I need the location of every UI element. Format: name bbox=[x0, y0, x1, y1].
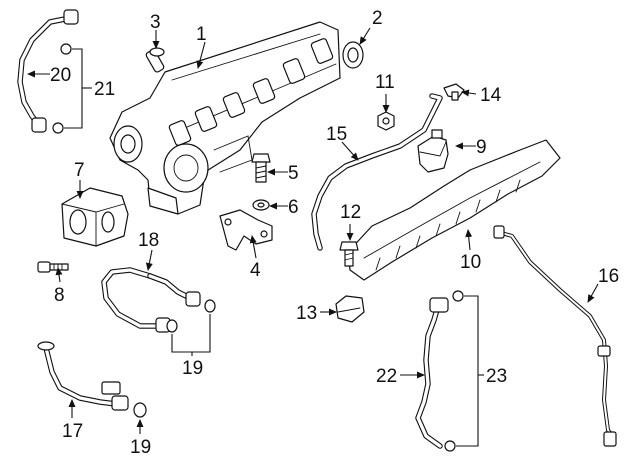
group-brackets bbox=[64, 48, 484, 447]
o-rings[interactable] bbox=[133, 299, 216, 418]
sensor[interactable] bbox=[417, 129, 449, 173]
callout-23: 23 bbox=[486, 366, 507, 387]
callout-9: 9 bbox=[476, 137, 487, 158]
callout-16: 16 bbox=[598, 266, 619, 287]
callout-labels: 1 2 3 4 5 6 7 8 9 10 11 12 13 14 15 16 1… bbox=[50, 8, 619, 458]
callout-8: 8 bbox=[54, 285, 65, 306]
fitting[interactable] bbox=[145, 47, 165, 73]
gasket-ring[interactable] bbox=[342, 41, 364, 69]
hose-o-rings[interactable] bbox=[52, 43, 72, 134]
callout-22: 22 bbox=[376, 366, 397, 387]
clip[interactable] bbox=[335, 295, 365, 323]
callout-2: 2 bbox=[372, 8, 383, 29]
callout-1: 1 bbox=[196, 24, 207, 45]
turbo-coolant-hose[interactable] bbox=[17, 9, 79, 133]
connector[interactable] bbox=[443, 83, 465, 101]
callout-19a: 19 bbox=[182, 358, 203, 379]
callout-14: 14 bbox=[480, 85, 502, 106]
pipe-o-rings[interactable] bbox=[444, 290, 464, 452]
callout-4: 4 bbox=[250, 260, 261, 281]
oil-feed-pipe[interactable] bbox=[415, 297, 449, 449]
callout-3: 3 bbox=[150, 12, 161, 33]
callout-10: 10 bbox=[460, 252, 481, 273]
callout-12: 12 bbox=[340, 202, 361, 223]
coolant-pipe-upper[interactable] bbox=[101, 267, 201, 333]
washer[interactable] bbox=[252, 199, 270, 211]
callout-5: 5 bbox=[288, 163, 299, 184]
callout-18: 18 bbox=[138, 230, 159, 251]
callout-6: 6 bbox=[288, 197, 299, 218]
heat-shield[interactable] bbox=[347, 139, 561, 281]
leader-lines bbox=[27, 27, 599, 434]
actuator[interactable] bbox=[61, 187, 129, 247]
nut[interactable] bbox=[377, 111, 395, 131]
oil-return-line[interactable] bbox=[493, 225, 617, 447]
bolt-small[interactable] bbox=[37, 261, 69, 273]
callout-21: 21 bbox=[94, 79, 115, 100]
callout-11: 11 bbox=[375, 72, 395, 93]
bolt[interactable] bbox=[251, 153, 271, 183]
callout-13: 13 bbox=[296, 303, 317, 324]
callout-7: 7 bbox=[74, 160, 85, 181]
coolant-hose-lower[interactable] bbox=[37, 341, 129, 411]
callout-19b: 19 bbox=[130, 437, 151, 458]
support-bracket[interactable] bbox=[219, 209, 273, 251]
callout-20: 20 bbox=[50, 65, 71, 86]
callout-15: 15 bbox=[326, 124, 347, 145]
bolt-vertical[interactable] bbox=[339, 241, 359, 267]
turbocharger-manifold[interactable] bbox=[109, 21, 341, 215]
vacuum-pipe[interactable] bbox=[311, 93, 443, 251]
callout-17: 17 bbox=[62, 421, 83, 442]
